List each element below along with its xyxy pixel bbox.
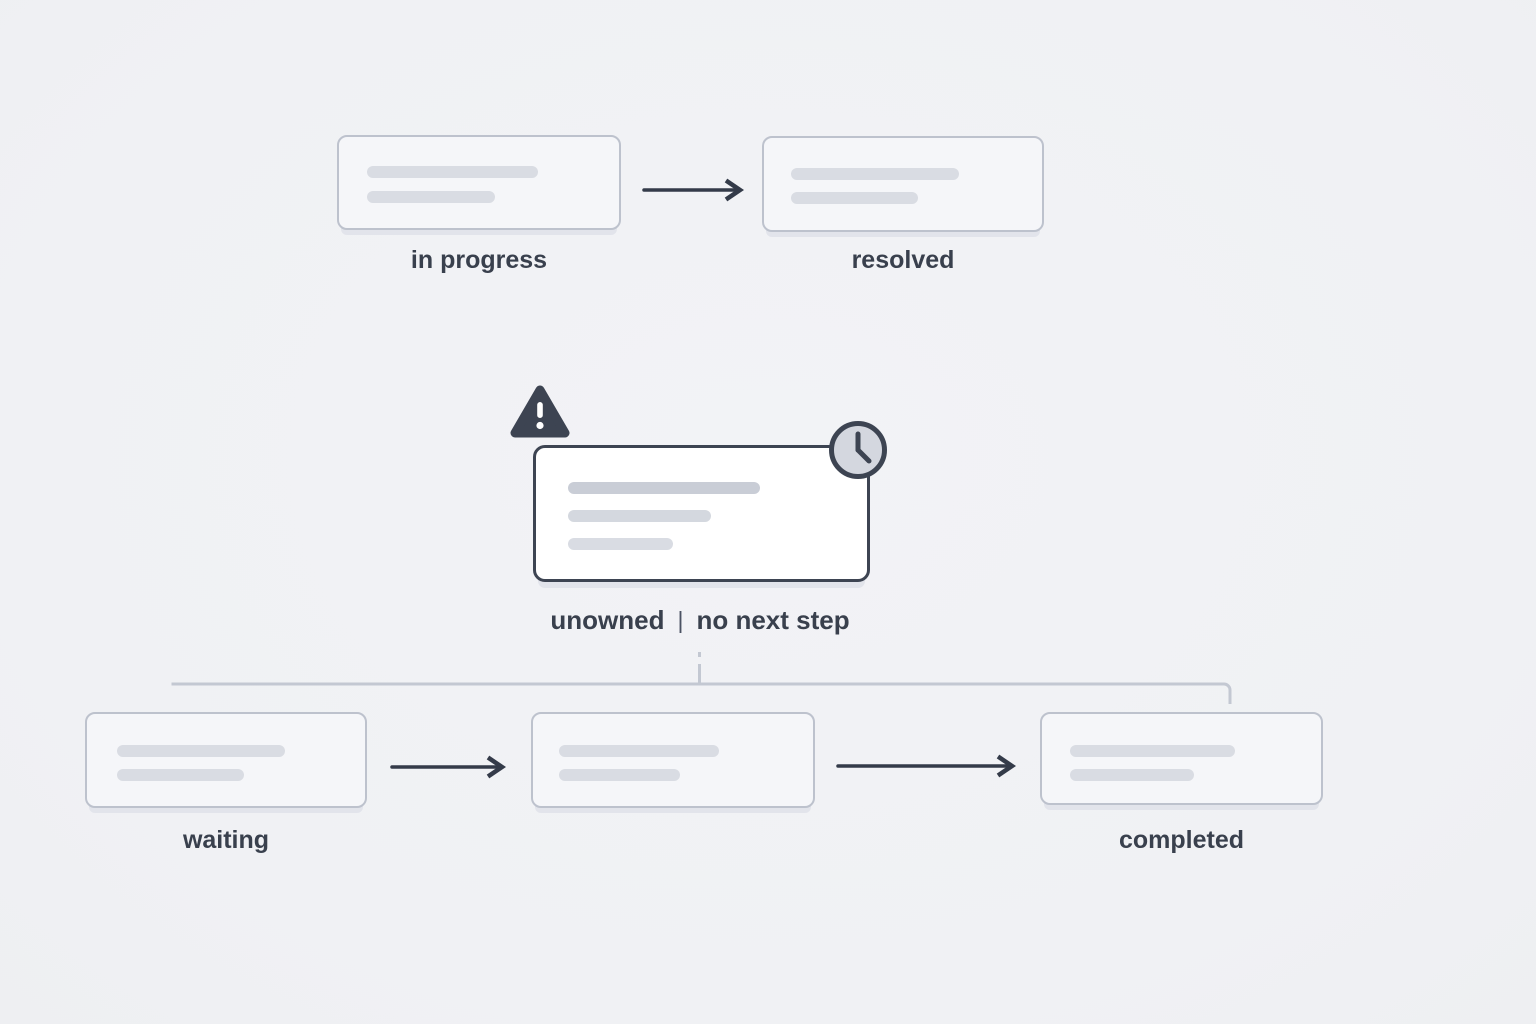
placeholder-line (367, 191, 495, 203)
node-label-unowned: unowned | no next step (440, 605, 960, 636)
node-card-in-progress (337, 135, 621, 230)
placeholder-line (117, 769, 244, 781)
node-label-waiting: waiting (182, 826, 270, 854)
arrow-next-to-completed (836, 754, 1017, 778)
placeholder-line (568, 538, 673, 550)
placeholder-line (568, 482, 760, 494)
alert-label-no-next-step: no next step (696, 605, 850, 635)
placeholder-line (559, 769, 680, 781)
warning-icon (510, 385, 570, 438)
node-card-unowned (533, 445, 870, 582)
placeholder-line (367, 166, 538, 178)
placeholder-line (559, 745, 719, 757)
arrow-in-progress-to-resolved (642, 178, 745, 202)
placeholder-line (568, 510, 711, 522)
placeholder-line (1070, 769, 1194, 781)
placeholder-line (117, 745, 285, 757)
clock-icon (829, 421, 887, 479)
node-label-in-progress: in progress (410, 246, 548, 274)
node-label-completed: completed (1118, 826, 1245, 854)
node-card-completed (1040, 712, 1323, 805)
alert-label-unowned: unowned (550, 605, 665, 635)
node-card-resolved (762, 136, 1044, 232)
placeholder-line (791, 192, 918, 204)
placeholder-line (1070, 745, 1235, 757)
node-card-unlabeled (531, 712, 815, 808)
node-card-waiting (85, 712, 367, 808)
branch-connector (171, 652, 1232, 704)
arrow-waiting-to-next (390, 755, 507, 779)
label-separator: | (677, 607, 684, 633)
node-label-resolved: resolved (851, 246, 955, 274)
placeholder-line (791, 168, 959, 180)
